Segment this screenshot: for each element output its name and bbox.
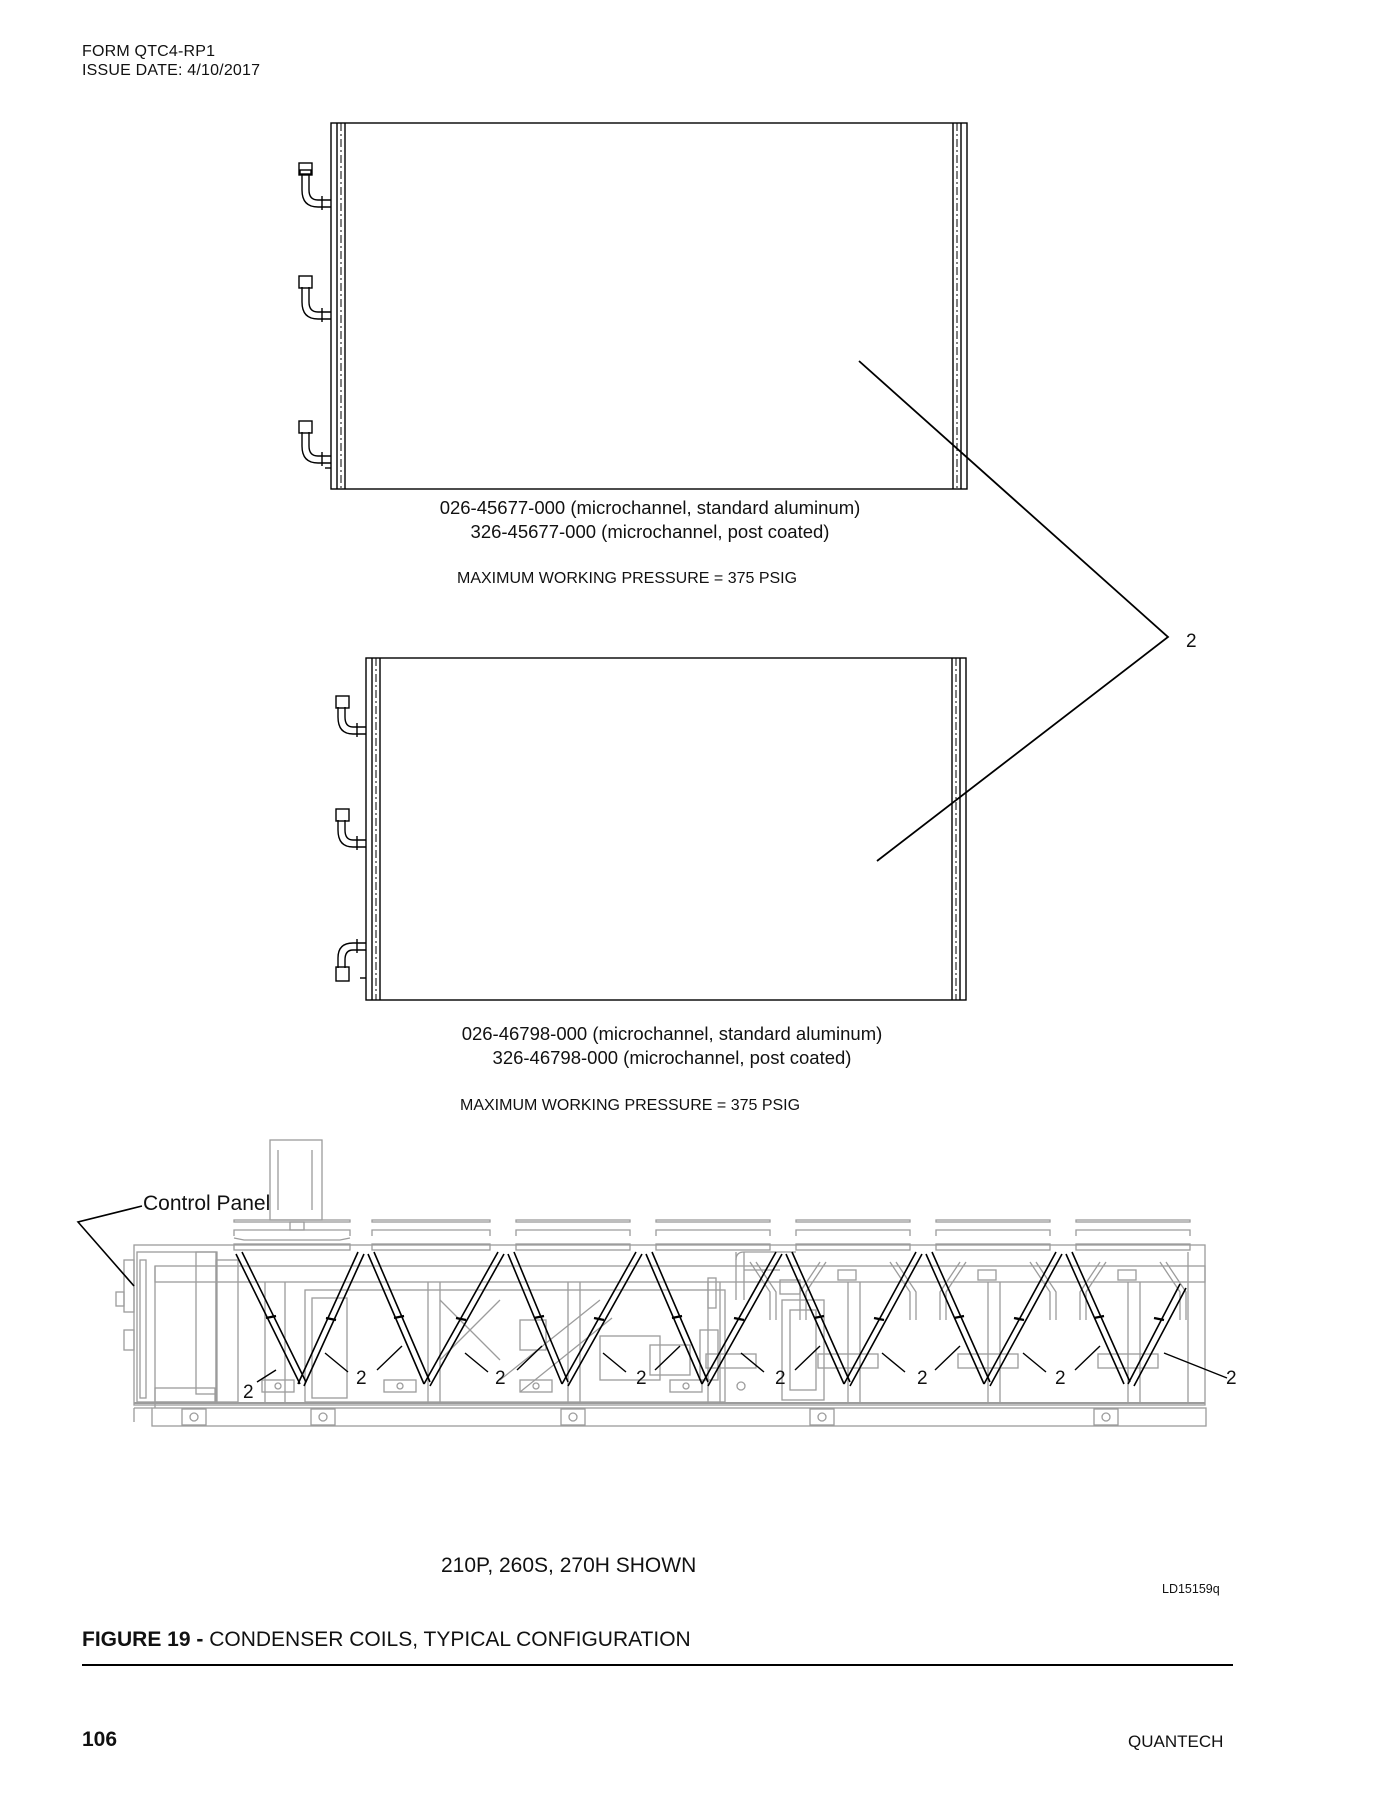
lower-coil-part-2: 326-46798-000 (microchannel, post coated… (492, 1047, 852, 1068)
lower-coil-max-pressure: MAXIMUM WORKING PRESSURE = 375 PSIG (460, 1097, 801, 1114)
issue-date: ISSUE DATE: 4/10/2017 (82, 62, 261, 79)
unit-callout-2: 2 (775, 1368, 786, 1389)
unit-callout-leaders (256, 1345, 1228, 1383)
figure-title: CONDENSER COILS, TYPICAL CONFIGURATION (209, 1628, 691, 1651)
upper-coil-fittings (298, 162, 331, 466)
control-panel-leader (76, 1205, 143, 1287)
figure-caption: FIGURE 19 - CONDENSER COILS, TYPICAL CON… (82, 1628, 691, 1652)
fan-decks (233, 1243, 1191, 1251)
unit-callout-2: 2 (917, 1368, 928, 1389)
unit-callout-2: 2 (1226, 1368, 1237, 1389)
control-panel-label: Control Panel (143, 1192, 271, 1215)
unit-callout-2: 2 (356, 1368, 367, 1389)
unit-callout-2: 2 (243, 1382, 254, 1403)
upper-coil-caption: 026-45677-000 (microchannel, standard al… (400, 496, 900, 544)
coil-slabs (76, 1205, 1228, 1387)
models-shown: 210P, 260S, 270H SHOWN (441, 1554, 697, 1577)
lower-coil-caption: 026-46798-000 (microchannel, standard al… (422, 1022, 922, 1070)
rail-mounts (181, 1408, 1119, 1426)
form-number: FORM QTC4-RP1 (82, 43, 216, 60)
caption-rule (82, 1664, 1233, 1666)
unit-callout-2: 2 (1055, 1368, 1066, 1389)
header-piping (707, 1251, 1187, 1320)
lower-coil-part-1: 026-46798-000 (microchannel, standard al… (461, 1023, 883, 1044)
page-number: 106 (82, 1728, 118, 1751)
upper-coil-max-pressure: MAXIMUM WORKING PRESSURE = 375 PSIG (457, 570, 798, 587)
upper-coil-part-1: 026-45677-000 (microchannel, standard al… (439, 497, 861, 518)
unit-callout-2: 2 (636, 1368, 647, 1389)
drawing-id: LD15159q (1162, 1582, 1220, 1596)
upper-coil-part-2: 326-45677-000 (microchannel, post coated… (470, 521, 830, 542)
form-header: FORM QTC4-RP1 ISSUE DATE: 4/10/2017 (82, 42, 260, 80)
figure-number: FIGURE 19 - (82, 1628, 204, 1651)
lower-coil-fittings (335, 695, 366, 982)
leader-lines (858, 360, 1170, 862)
unit-callout-2: 2 (495, 1368, 506, 1389)
fan-guards (233, 1219, 1191, 1241)
callout-2: 2 (1186, 631, 1197, 652)
unit-side-view (115, 1139, 1207, 1427)
upper-coil (298, 122, 968, 490)
coil-supports (261, 1353, 1159, 1393)
lower-coil (335, 657, 967, 1001)
brand-name: QUANTECH (1128, 1732, 1224, 1751)
